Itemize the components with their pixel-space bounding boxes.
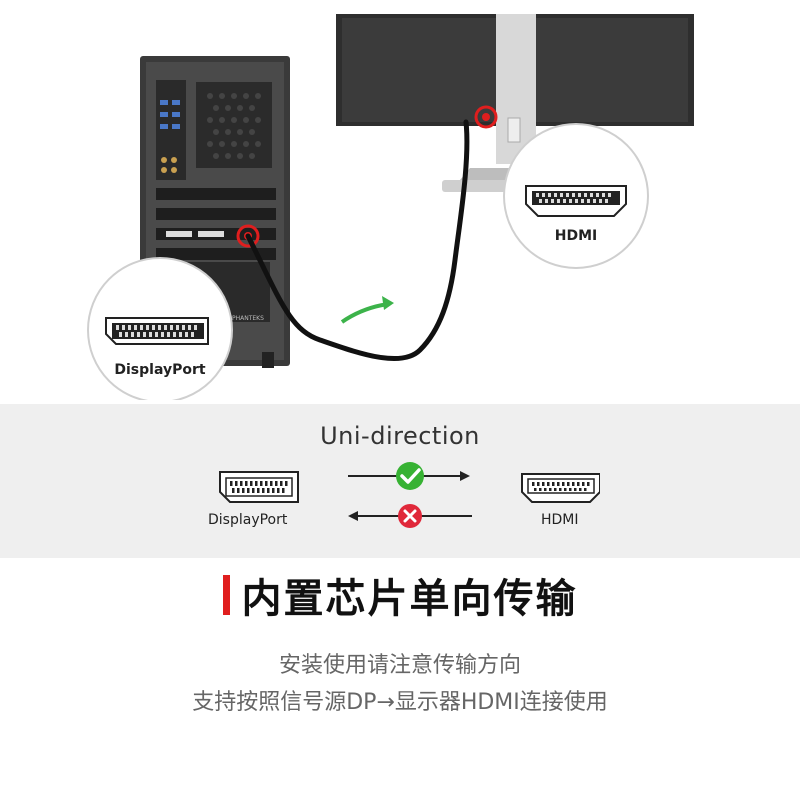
heading-text: 内置芯片单向传输 [241,576,578,622]
hdmi-connector-icon [521,473,600,503]
note-line-1: 安装使用请注意传输方向 [278,653,521,678]
hdmi-callout [503,123,649,269]
displayport-callout [87,257,233,400]
feature-heading: 内置芯片单向传输 [0,566,800,624]
direction-title: Uni-direction [320,422,480,450]
forward-arrow-allowed [348,462,470,490]
cable [245,119,470,361]
monitor [336,14,694,192]
connection-illustration: PHANTEKS [87,14,694,400]
backward-arrow-blocked [348,504,472,528]
displayport-connector-icon [219,471,299,503]
check-icon [396,462,424,490]
hdmi-port-highlight [474,105,498,129]
direction-arrow [340,302,389,324]
case-brand-label: PHANTEKS [232,315,264,322]
displayport-callout-label: DisplayPort [114,362,206,378]
source-port-label: DisplayPort [208,512,288,528]
target-port-label: HDMI [541,512,579,528]
direction-diagram [219,462,600,528]
heading-accent-bar [222,575,230,615]
hdmi-callout-label: HDMI [554,228,598,244]
dp-port-highlight [236,224,260,248]
note-line-2: 支持按照信号源DP→显示器HDMI连接使用 [192,690,608,715]
